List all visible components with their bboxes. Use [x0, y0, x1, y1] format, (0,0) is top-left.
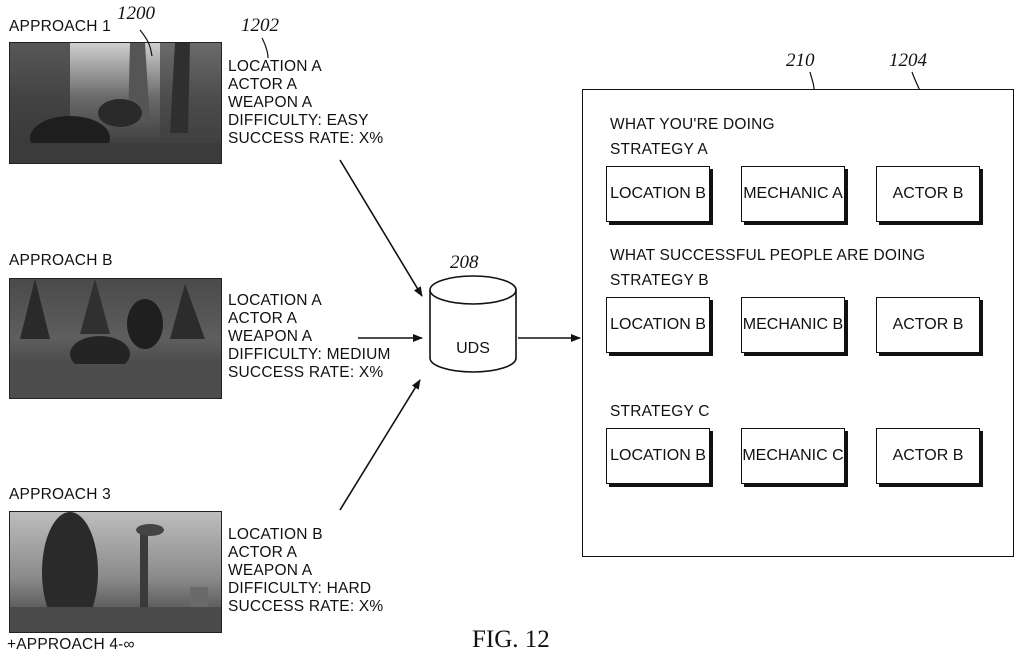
arrow-approach-1-to-uds — [339, 159, 423, 297]
approach-b-screenshot — [9, 278, 222, 399]
approach-3-details: LOCATION B ACTOR A WEAPON A DIFFICULTY: … — [228, 526, 383, 616]
strategy-c-location: LOCATION B — [606, 428, 710, 484]
strategy-a-location: LOCATION B — [606, 166, 710, 222]
strategy-b-mechanic: MECHANIC B — [741, 297, 845, 353]
ref-numeral-1202: 1202 — [241, 15, 279, 36]
approach-b-actor: ACTOR A — [228, 310, 298, 327]
strategy-b-label: STRATEGY B — [610, 272, 709, 289]
leader-1202 — [261, 37, 269, 59]
approach-1-success-rate: SUCCESS RATE: X% — [228, 130, 384, 147]
figure-caption: FIG. 12 — [472, 626, 550, 653]
approach-3-success-rate: SUCCESS RATE: X% — [228, 598, 384, 615]
approach-1-details: LOCATION A ACTOR A WEAPON A DIFFICULTY: … — [228, 58, 383, 148]
approach-1-screenshot — [9, 42, 222, 164]
approach-1-title: APPROACH 1 — [9, 18, 111, 35]
approach-b-details: LOCATION A ACTOR A WEAPON A DIFFICULTY: … — [228, 292, 391, 382]
approach-b-title: APPROACH B — [9, 252, 113, 269]
approach-3-actor: ACTOR A — [228, 544, 298, 561]
strategy-b-location: LOCATION B — [606, 297, 710, 353]
approach-1-difficulty: DIFFICULTY: EASY — [228, 112, 369, 129]
ref-numeral-210: 210 — [786, 50, 815, 71]
strategy-c-label: STRATEGY C — [610, 403, 710, 420]
approach-b-location: LOCATION A — [228, 292, 322, 309]
approach-3-difficulty: DIFFICULTY: HARD — [228, 580, 372, 597]
approach-b-difficulty: DIFFICULTY: MEDIUM — [228, 346, 391, 363]
leader-210 — [809, 71, 815, 90]
strategy-c-mechanic: MECHANIC C — [741, 428, 845, 484]
uds-label: UDS — [456, 340, 490, 357]
ref-numeral-208: 208 — [450, 252, 479, 273]
approach-1-actor: ACTOR A — [228, 76, 298, 93]
more-approaches-label: +APPROACH 4-∞ — [7, 636, 135, 653]
ref-numeral-1200: 1200 — [117, 3, 155, 24]
approach-1-weapon: WEAPON A — [228, 94, 313, 111]
strategy-a-actor: ACTOR B — [876, 166, 980, 222]
strategy-c-actor: ACTOR B — [876, 428, 980, 484]
approach-3-screenshot — [9, 511, 222, 633]
heading-what-youre-doing: WHAT YOU'RE DOING — [610, 116, 775, 133]
strategy-a-mechanic: MECHANIC A — [741, 166, 845, 222]
ref-numeral-1204: 1204 — [889, 50, 927, 71]
approach-b-success-rate: SUCCESS RATE: X% — [228, 364, 384, 381]
approach-b-weapon: WEAPON A — [228, 328, 313, 345]
strategy-b-actor: ACTOR B — [876, 297, 980, 353]
approach-3-title: APPROACH 3 — [9, 486, 111, 503]
approach-3-location: LOCATION B — [228, 526, 323, 543]
arrow-approach-3-to-uds — [339, 379, 421, 511]
strategy-a-label: STRATEGY A — [610, 141, 708, 158]
approach-3-weapon: WEAPON A — [228, 562, 313, 579]
heading-successful-people: WHAT SUCCESSFUL PEOPLE ARE DOING — [610, 247, 926, 264]
approach-1-location: LOCATION A — [228, 58, 322, 75]
